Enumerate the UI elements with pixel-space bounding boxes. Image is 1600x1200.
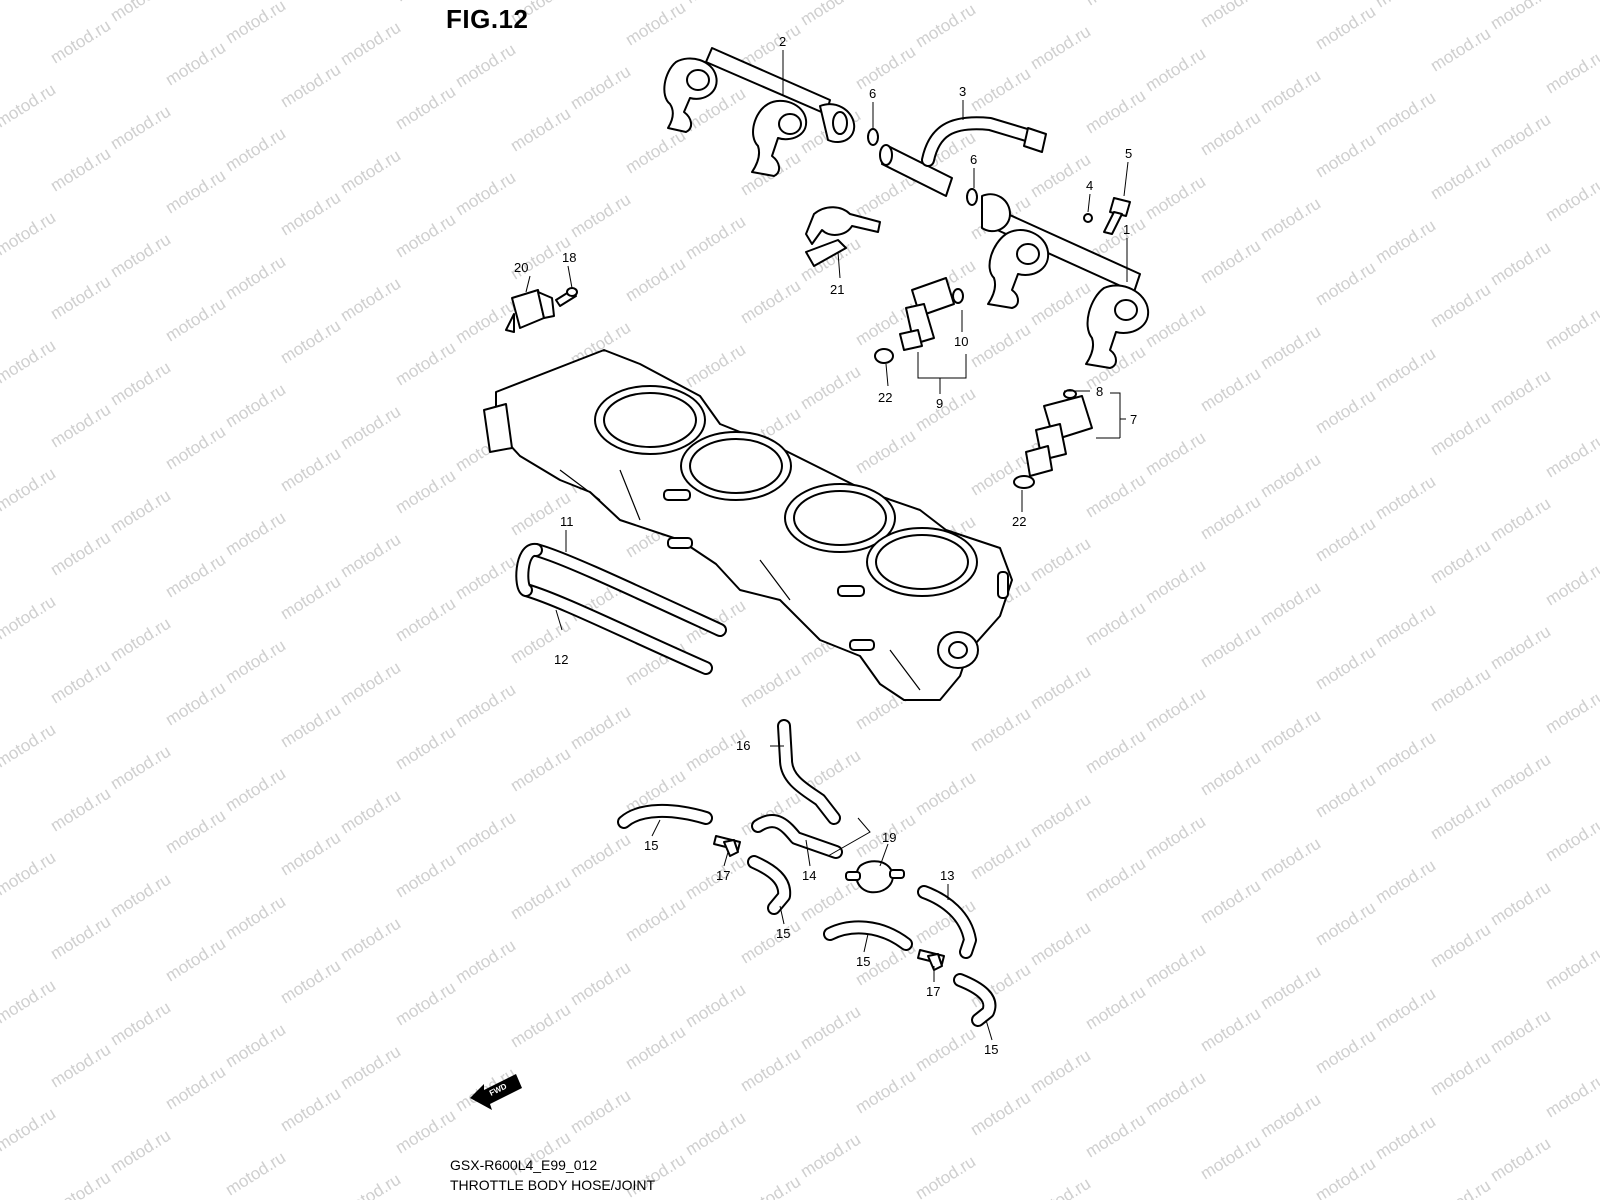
hose-14 (751, 814, 843, 859)
sensor-20 (505, 289, 555, 333)
throttle-body (483, 349, 1013, 701)
callout-15b: 15 (776, 926, 790, 941)
callout-15d: 15 (984, 1042, 998, 1057)
callout-8: 8 (1096, 384, 1103, 399)
hose-15a (617, 804, 713, 829)
callout-15a: 15 (644, 838, 658, 853)
fuel-joint-pipe (879, 116, 1047, 197)
callout-13: 13 (940, 868, 954, 883)
callout-16: 16 (736, 738, 750, 753)
callout-11: 11 (560, 514, 574, 529)
o-ring-6b (966, 188, 978, 206)
fuel-rail-lower (981, 193, 1150, 369)
callout-18: 18 (562, 250, 576, 265)
callout-21: 21 (830, 282, 844, 297)
callout-5: 5 (1125, 146, 1132, 161)
hose-11-12 (515, 543, 727, 675)
leader-lines (525, 50, 1129, 1041)
figure-caption: THROTTLE BODY HOSE/JOINT (450, 1177, 656, 1193)
callout-10: 10 (954, 334, 968, 349)
hose-15b (747, 855, 792, 915)
hose-15d (953, 973, 997, 1027)
joint-17a (713, 835, 741, 857)
callout-1: 1 (1123, 222, 1130, 237)
callout-15c: 15 (856, 954, 870, 969)
callout-6b: 6 (970, 152, 977, 167)
injector-9 (899, 277, 964, 351)
callout-12: 12 (554, 652, 568, 667)
callout-7: 7 (1130, 412, 1137, 427)
fuel-rail-upper (663, 47, 856, 177)
seal-22a (874, 348, 894, 364)
callout-22b: 22 (1012, 514, 1026, 529)
joint-17b (917, 949, 945, 971)
callout-6: 6 (869, 86, 876, 101)
figure-title: FIG.12 (446, 4, 529, 34)
callout-17a: 17 (716, 868, 730, 883)
callout-17b: 17 (926, 984, 940, 999)
injector-7 (1025, 389, 1093, 477)
hose-15c (823, 920, 913, 951)
callout-labels: 2 6 3 6 5 4 1 8 7 10 9 22 22 21 20 18 11… (514, 34, 1137, 1057)
seal-22b (1013, 475, 1035, 489)
clamp-21 (805, 206, 881, 267)
figure-code: GSX-R600L4_E99_012 (450, 1157, 598, 1173)
callout-14: 14 (802, 868, 816, 883)
callout-2: 2 (779, 34, 786, 49)
valve-19 (845, 860, 905, 894)
hose-16 (777, 719, 841, 825)
callout-9: 9 (936, 396, 943, 411)
callout-3: 3 (959, 84, 966, 99)
callout-19: 19 (882, 830, 896, 845)
hose-13 (917, 885, 977, 959)
fwd-arrow: FWD (470, 1074, 522, 1110)
o-ring-6a (867, 128, 879, 146)
callout-20: 20 (514, 260, 528, 275)
screw-4-5 (1083, 197, 1131, 235)
callout-4: 4 (1086, 178, 1093, 193)
callout-22a: 22 (878, 390, 892, 405)
